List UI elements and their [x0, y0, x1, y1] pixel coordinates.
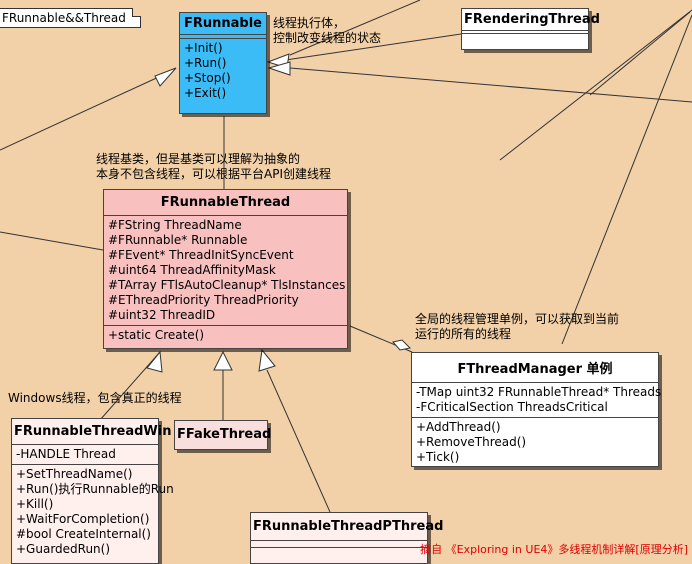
inheritance-pthread	[266, 369, 331, 513]
class-frunnablethread[interactable]: FRunnableThread #FString ThreadName #FRu…	[103, 189, 348, 349]
class-frunnablethreadwin[interactable]: FRunnableThreadWin -HANDLE Thread +SetTh…	[11, 418, 174, 564]
operation: +WaitForCompletion()	[16, 512, 150, 526]
attribute: -TMap uint32 FRunnableThread* Threads	[416, 385, 662, 399]
class-ffakethread-title: FFakeThread	[177, 427, 272, 442]
class-fthreadmanager-attributes: -TMap uint32 FRunnableThread* Threads -F…	[412, 382, 662, 417]
inheritance-line-left	[0, 74, 164, 151]
class-fthreadmanager-operations: +AddThread() +RemoveThread() +Tick()	[412, 417, 658, 467]
inheritance-line-rendering-thread	[271, 33, 462, 63]
attribute: #FRunnable* Runnable	[108, 233, 248, 247]
class-ffakethread[interactable]: FFakeThread	[174, 420, 272, 450]
attribute: #TArray FTlsAutoCleanup* TlsInstances	[108, 278, 346, 292]
class-frunnable-operations: +Init() +Run() +Stop() +Exit()	[180, 38, 266, 103]
class-frunnable-attributes	[180, 34, 266, 38]
attribute: -FCriticalSection ThreadsCritical	[416, 400, 608, 414]
class-frunnablethread-operations: +static Create()	[104, 325, 347, 345]
note-windows-thread: Windows线程，包含真正的线程	[8, 391, 182, 406]
attribute: #FString ThreadName	[108, 218, 242, 232]
attribute: #EThreadPriority ThreadPriority	[108, 293, 299, 307]
class-frunnablethread-attributes: #FString ThreadName #FRunnable* Runnable…	[104, 215, 347, 325]
note-frunnable: 线程执行体， 控制改变线程的状态	[273, 16, 381, 46]
source-credit: 摘自 《Exploring in UE4》多线程机制详解[原理分析]	[420, 543, 688, 556]
operation: +GuardedRun()	[16, 542, 111, 556]
operation: +Exit()	[184, 86, 227, 100]
class-frunnablethread-title: FRunnableThread	[160, 195, 291, 210]
class-frunnable[interactable]: FRunnable +Init() +Run() +Stop() +Exit()	[179, 12, 267, 114]
operation: +RemoveThread()	[416, 435, 527, 449]
diagram-frame-label: FRunnable&&Thread	[0, 8, 141, 28]
class-fthreadmanager-title: FThreadManager 单例	[457, 362, 613, 377]
operation: #bool CreateInternal()	[16, 527, 151, 541]
operation: +SetThreadName()	[16, 467, 133, 481]
class-frenderingthread[interactable]: FRenderingThread	[461, 8, 600, 50]
class-frunnablethreadpthread[interactable]: FRunnableThreadPThread	[250, 512, 444, 564]
attribute: #uint32 ThreadID	[108, 308, 216, 322]
arrowhead-fake	[213, 350, 233, 371]
attribute: #FEvent* ThreadInitSyncEvent	[108, 248, 294, 262]
arrowhead-win	[146, 350, 163, 373]
inheritance-line-right	[289, 67, 692, 103]
operation: +Init()	[184, 41, 223, 55]
note-line: 运行的所有的线程	[415, 327, 512, 341]
class-fthreadmanager[interactable]: FThreadManager 单例 -TMap uint32 FRunnable…	[411, 352, 662, 467]
note-line: 线程执行体，	[273, 16, 346, 30]
class-frunnablethreadwin-operations: +SetThreadName() +Run()执行Runnable的Run +K…	[12, 464, 174, 559]
note-thread-base: 线程基类，但是基类可以理解为抽象的 本身不包含线程，可以根据平台API创建线程	[96, 152, 331, 182]
note-line: Windows线程，包含真正的线程	[8, 391, 182, 405]
operation: +Stop()	[184, 71, 231, 85]
attribute: -HANDLE Thread	[16, 447, 116, 461]
operation: +Run()执行Runnable的Run	[16, 482, 174, 496]
class-frunnablethreadpthread-title: FRunnableThreadPThread	[253, 519, 444, 534]
operation: +Kill()	[16, 497, 54, 511]
note-line: 控制改变线程的状态	[273, 31, 382, 45]
class-frunnablethreadwin-attributes: -HANDLE Thread	[12, 444, 158, 464]
arrowhead-left	[154, 67, 177, 87]
class-frunnablethreadwin-title: FRunnableThreadWin	[14, 424, 172, 439]
note-line: 全局的线程管理单例，可以获取到当前	[415, 312, 620, 326]
note-thread-manager: 全局的线程管理单例，可以获取到当前 运行的所有的线程	[415, 312, 619, 342]
aggregation-diamond	[392, 339, 412, 351]
line-top-right-1	[289, 0, 421, 56]
class-frunnable-title: FRunnable	[183, 16, 262, 31]
note-line: 本身不包含线程，可以根据平台API创建线程	[96, 167, 331, 181]
note-line: 线程基类，但是基类可以理解为抽象的	[96, 152, 301, 166]
operation: +Run()	[184, 56, 227, 70]
attribute: #uint64 ThreadAffinityMask	[108, 263, 276, 277]
inheritance-win	[99, 351, 161, 421]
class-frenderingthread-title: FRenderingThread	[464, 12, 600, 27]
arrowhead-pthread	[258, 348, 276, 372]
operation: +AddThread()	[416, 420, 501, 434]
operation: +static Create()	[108, 328, 205, 342]
operation: +Tick()	[416, 450, 460, 464]
